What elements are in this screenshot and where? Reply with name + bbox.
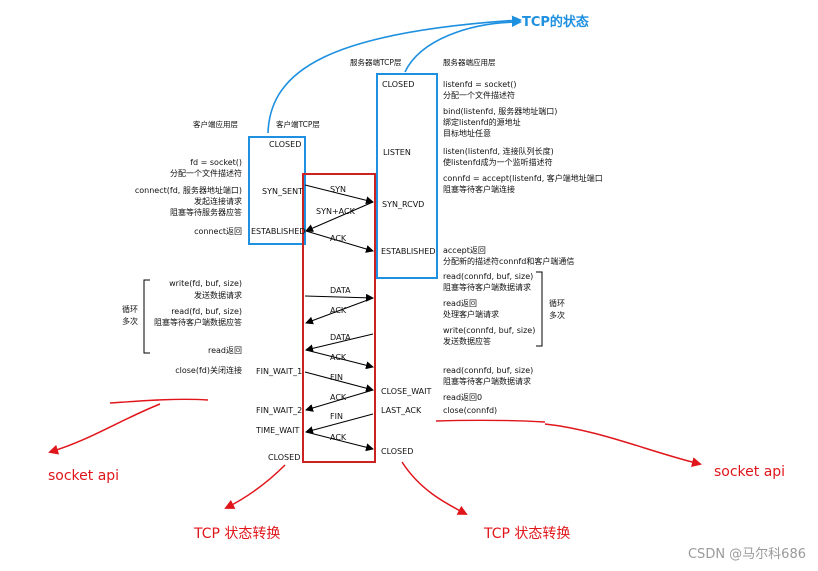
header-client-app: 客户端应用层	[193, 119, 238, 129]
server-api-listen-desc: 使listenfd成为一个监听描述符	[443, 157, 553, 167]
msg-ack4: ACK	[330, 393, 347, 402]
client-api-connect: connect(fd, 服务器地址端口)	[135, 185, 242, 195]
msg-fin1-arrow	[304, 371, 374, 393]
msg-ack2-arrow	[305, 297, 374, 325]
server-api-bind: bind(listenfd, 服务器地址端口)	[443, 106, 557, 116]
msg-syn: SYN	[330, 185, 346, 194]
server-api-listenfd: listenfd = socket()	[443, 80, 517, 89]
msg-syn-ack-arrow	[305, 201, 374, 232]
red-underline-right	[435, 419, 546, 423]
server-api-close: close(connfd)	[443, 406, 497, 415]
server-state-listen: LISTEN	[383, 148, 411, 157]
client-api-connect-desc1: 发起连接请求	[194, 196, 242, 206]
client-loop-bracket	[143, 279, 150, 354]
msg-data1: DATA	[330, 286, 351, 295]
client-api-read-desc: 阻塞等待客户端数据应答	[154, 317, 242, 327]
server-api-accept-return: accept返回	[443, 246, 486, 255]
server-api-read1-desc: 阻塞等待客户端数据请求	[443, 282, 531, 292]
client-state-time-wait: TIME_WAIT	[255, 426, 300, 435]
socket-api-right-label: socket api	[714, 464, 785, 480]
msg-ack1-arrow	[305, 230, 374, 253]
msg-data2-arrow	[305, 333, 374, 353]
server-state-closed-top: CLOSED	[382, 80, 414, 89]
client-state-box	[248, 136, 306, 245]
server-api-accept-return-desc: 分配新的描述符connfd和客户端通信	[443, 256, 574, 266]
msg-ack3-arrow	[305, 349, 374, 370]
server-api-write-desc: 发送数据应答	[443, 336, 491, 346]
msg-ack2: ACK	[330, 306, 347, 315]
client-state-established: ESTABLISHED	[251, 227, 305, 236]
client-state-closed-bottom: CLOSED	[268, 453, 300, 462]
client-api-socket-desc: 分配一个文件描述符	[170, 168, 242, 178]
server-api-read2-desc: 阻塞等待客户端数据请求	[443, 376, 531, 386]
server-state-close-wait: CLOSE_WAIT	[381, 387, 431, 396]
tcp-transition-right-label: TCP 状态转换	[483, 525, 570, 542]
red-arrow-tcp-left	[224, 464, 286, 509]
client-api-connect-return: connect返回	[194, 227, 242, 236]
tcp-transition-left-label: TCP 状态转换	[193, 525, 280, 542]
red-arrow-tcp-right	[401, 461, 468, 515]
blue-arrow-right	[404, 17, 522, 73]
client-loop-label-2: 多次	[122, 316, 138, 326]
msg-data2: DATA	[330, 333, 351, 342]
red-arrow-socket-right	[544, 423, 702, 467]
server-state-established: ESTABLISHED	[381, 247, 435, 256]
server-api-read-return: read返回	[443, 299, 477, 308]
server-api-bind-desc2: 目标地址任意	[443, 128, 491, 138]
csdn-watermark: CSDN @马尔科686	[688, 547, 806, 562]
client-state-closed-top: CLOSED	[269, 140, 301, 149]
server-api-read-return-desc: 处理客户端请求	[443, 309, 499, 319]
server-api-listenfd-desc: 分配一个文件描述符	[443, 90, 515, 100]
server-api-accept-desc: 阻塞等待客户端连接	[443, 184, 515, 194]
server-loop-bracket	[536, 271, 543, 347]
tcp-state-title: TCP的状态	[522, 14, 589, 30]
client-api-read: read(fd, buf, size)	[171, 307, 242, 316]
msg-ack5-arrow	[305, 431, 374, 452]
server-api-accept: connfd = accept(listenfd, 客户端地址端口	[443, 173, 603, 183]
server-api-read-return0: read返回0	[443, 393, 482, 402]
server-api-read1: read(connfd, buf, size)	[443, 272, 533, 281]
msg-fin2-arrow	[305, 413, 374, 435]
server-state-closed-bottom: CLOSED	[381, 447, 413, 456]
client-state-syn-sent: SYN_SENT	[262, 187, 303, 196]
client-api-connect-desc2: 阻塞等待服务器应答	[170, 207, 242, 217]
header-server-app: 服务器端应用层	[443, 57, 496, 67]
server-loop-label-2: 多次	[549, 310, 565, 320]
client-state-fin-wait-2: FIN_WAIT_2	[256, 406, 302, 415]
msg-data1-arrow	[304, 293, 374, 302]
tcp-transition-box	[302, 173, 376, 463]
header-server-tcp: 服务器端TCP层	[350, 57, 402, 67]
client-loop-label-1: 循环	[122, 304, 138, 314]
red-arrow-socket-left	[48, 403, 161, 455]
blue-arrow-left	[267, 15, 522, 134]
msg-syn-arrow	[304, 184, 374, 205]
msg-ack1: ACK	[330, 234, 347, 243]
msg-ack4-arrow	[305, 389, 374, 412]
red-underline-left	[109, 398, 209, 404]
client-api-write: write(fd, buf, size)	[169, 279, 242, 288]
msg-fin1: FIN	[330, 373, 343, 382]
header-client-tcp: 客户端TCP层	[276, 119, 320, 129]
msg-ack5: ACK	[330, 433, 347, 442]
server-api-bind-desc1: 绑定listenfd的源地址	[443, 117, 521, 127]
server-loop-label-1: 循环	[549, 298, 565, 308]
socket-api-left-label: socket api	[48, 468, 119, 484]
msg-ack3: ACK	[330, 353, 347, 362]
server-state-last-ack: LAST_ACK	[381, 406, 422, 415]
msg-syn-ack: SYN+ACK	[316, 207, 356, 216]
server-api-read2: read(connfd, buf, size)	[443, 366, 533, 375]
msg-fin2: FIN	[330, 412, 343, 421]
server-api-listen: listen(listenfd, 连接队列长度)	[443, 146, 554, 156]
client-state-fin-wait-1: FIN_WAIT_1	[256, 367, 302, 376]
server-state-syn-rcvd: SYN_RCVD	[382, 200, 424, 209]
client-api-close: close(fd)关闭连接	[175, 365, 242, 375]
client-api-socket: fd = socket()	[190, 158, 242, 167]
server-state-box	[376, 73, 438, 279]
server-api-write: write(connfd, buf, size)	[443, 326, 535, 335]
client-api-write-desc: 发送数据请求	[194, 290, 242, 300]
client-api-read-return: read返回	[208, 346, 242, 355]
